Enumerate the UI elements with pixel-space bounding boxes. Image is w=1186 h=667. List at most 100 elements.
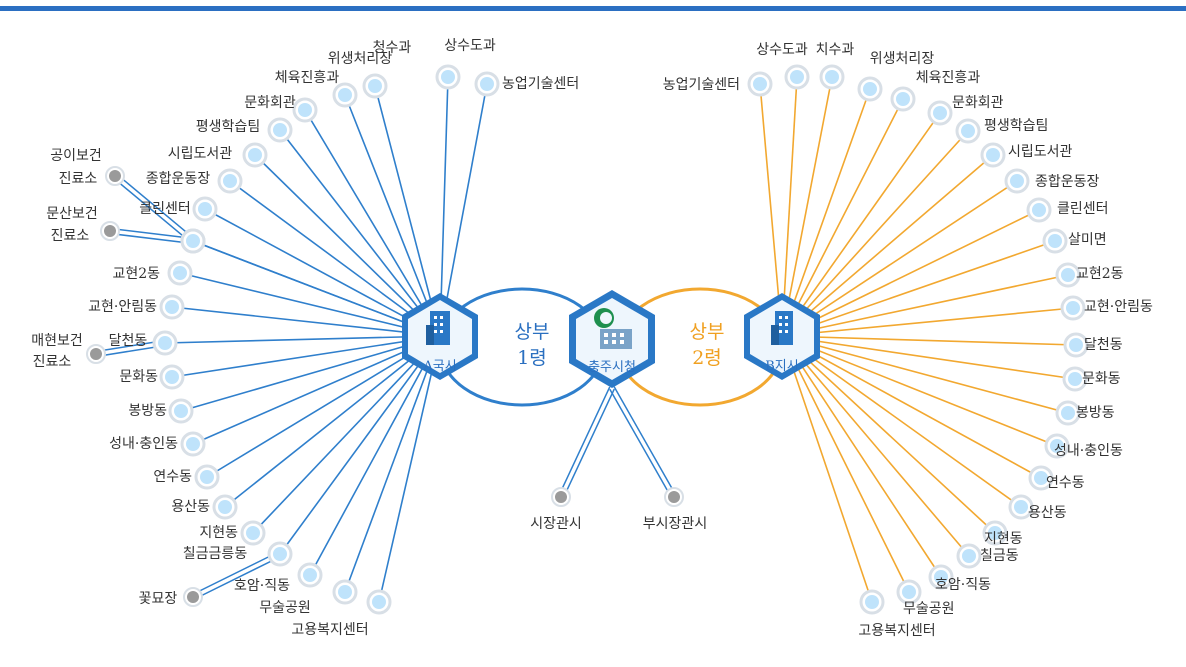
right-node-label: 치수과 (816, 42, 855, 58)
right-node[interactable] (747, 71, 773, 97)
left-grey-node-label-line2: 진료소 (59, 171, 98, 187)
left-grey-node-label-line1: 매현보건 (31, 333, 83, 349)
left-node[interactable] (159, 364, 185, 390)
node-dot (753, 77, 767, 91)
right-node[interactable] (1008, 494, 1034, 520)
right-node-label: 살미면 (1068, 232, 1107, 248)
left-node[interactable] (297, 562, 323, 588)
left-node[interactable] (152, 330, 178, 356)
left-node[interactable] (242, 142, 268, 168)
node-dot (933, 106, 947, 120)
left-node[interactable] (292, 97, 318, 123)
right-node[interactable] (928, 564, 954, 590)
left-link (180, 335, 441, 412)
right-node[interactable] (859, 589, 885, 615)
right-link (781, 240, 1056, 337)
hub-a-label: A국시 (422, 359, 456, 374)
right-node[interactable] (1062, 366, 1088, 392)
left-node-label: 고용복지센터 (291, 622, 368, 638)
left-node[interactable] (366, 589, 392, 615)
right-node-label: 무술공원 (903, 601, 955, 617)
left-node[interactable] (180, 228, 206, 254)
left-link (304, 109, 441, 337)
left-link (171, 306, 441, 337)
hq-grey-node[interactable] (664, 487, 684, 507)
hub-city-hall[interactable]: 충주시청 (569, 290, 655, 388)
node-dot (186, 437, 200, 451)
left-grey-node-label-line1: 문산보건 (46, 206, 98, 222)
right-node[interactable] (1028, 465, 1054, 491)
left-link (344, 335, 441, 593)
left-node[interactable] (217, 168, 243, 194)
left-grey-node[interactable] (105, 166, 125, 186)
node-dot (1014, 500, 1028, 514)
left-node[interactable] (159, 294, 185, 320)
node-dot (200, 470, 214, 484)
grey-node-dot (187, 591, 199, 603)
right-node[interactable] (955, 118, 981, 144)
right-node[interactable] (927, 100, 953, 126)
node-dot (1069, 338, 1083, 352)
node-dot (1066, 301, 1080, 315)
grey-node-dot (109, 170, 121, 182)
right-node[interactable] (890, 86, 916, 112)
right-node[interactable] (956, 543, 982, 569)
node-dot (480, 77, 494, 91)
node-dot (825, 70, 839, 84)
left-link (279, 129, 441, 337)
right-node[interactable] (1042, 228, 1068, 254)
right-node[interactable] (980, 142, 1006, 168)
right-link (781, 335, 873, 603)
left-node[interactable] (332, 579, 358, 605)
building-icon (426, 311, 450, 345)
left-node[interactable] (240, 520, 266, 546)
left-node[interactable] (167, 260, 193, 286)
left-node-label: 교현2동 (112, 266, 160, 282)
right-node[interactable] (1004, 168, 1030, 194)
left-node[interactable] (267, 541, 293, 567)
left-link (439, 83, 488, 337)
right-node[interactable] (1060, 295, 1086, 321)
right-node[interactable] (1055, 400, 1081, 426)
right-node[interactable] (982, 520, 1008, 546)
left-node[interactable] (194, 464, 220, 490)
hub-b-label: B지시 (765, 359, 798, 374)
left-node[interactable] (474, 71, 500, 97)
hub-a[interactable]: A국시 (402, 293, 478, 380)
left-node-label: 시립도서관 (168, 146, 233, 162)
right-node[interactable] (1026, 197, 1052, 223)
right-link (781, 307, 1074, 337)
right-node[interactable] (857, 76, 883, 102)
hubs-layer: A국시 충주시청 (402, 290, 820, 388)
left-node[interactable] (332, 82, 358, 108)
right-link (781, 154, 994, 337)
right-node[interactable] (1055, 262, 1081, 288)
left-node[interactable] (362, 73, 388, 99)
left-grey-node[interactable] (86, 344, 106, 364)
left-grey-node-label-line1: 꽃묘장 (139, 591, 178, 607)
left-grey-node[interactable] (100, 221, 120, 241)
right-node-label: 지현동 (984, 531, 1023, 547)
node-dot (863, 82, 877, 96)
left-node[interactable] (212, 494, 238, 520)
right-node[interactable] (784, 64, 810, 90)
node-dot (1032, 203, 1046, 217)
left-node[interactable] (168, 398, 194, 424)
nodes-layer (86, 64, 1089, 615)
left-node[interactable] (267, 117, 293, 143)
left-node[interactable] (192, 196, 218, 222)
right-node[interactable] (819, 64, 845, 90)
left-grey-node[interactable] (183, 587, 203, 607)
hq-grey-node[interactable] (551, 487, 571, 507)
left-node[interactable] (435, 64, 461, 90)
hub-b[interactable]: B지시 (744, 293, 820, 380)
hq-grey-node-label: 부시장관시 (643, 516, 707, 532)
node-dot (441, 70, 455, 84)
left-node-label: 클린센터 (139, 201, 191, 217)
left-node[interactable] (180, 431, 206, 457)
right-node[interactable] (1063, 332, 1089, 358)
right-node[interactable] (896, 579, 922, 605)
right-node[interactable] (1044, 433, 1070, 459)
grey-node-dot (668, 491, 680, 503)
